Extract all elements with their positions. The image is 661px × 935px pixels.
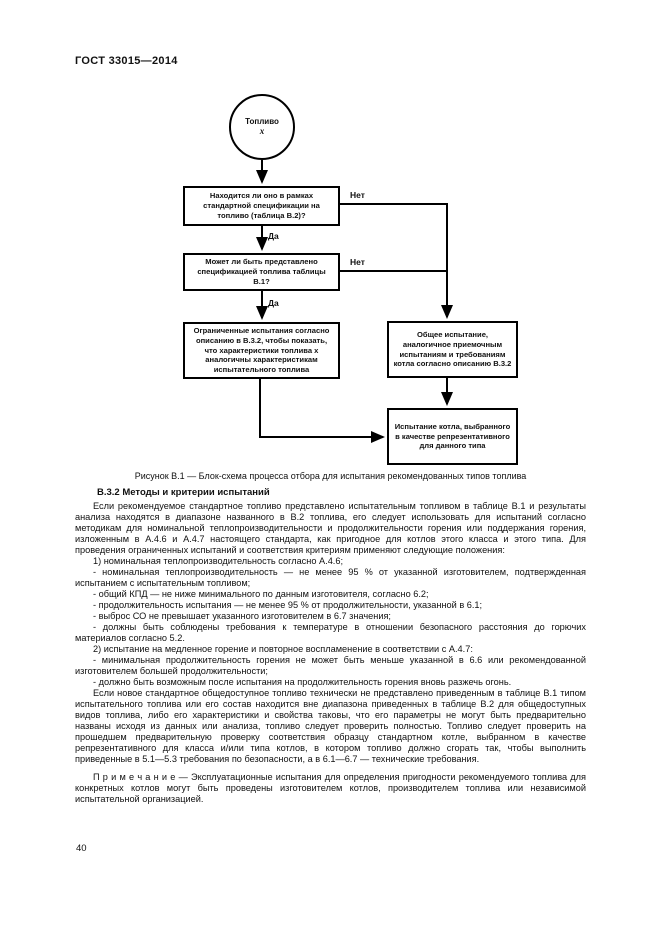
note-paragraph: П р и м е ч а н и е — Эксплуатационные и… — [75, 772, 586, 804]
list-item: - минимальная продолжительность горения … — [75, 655, 586, 676]
list-item: - номинальная теплопроизводительность — … — [75, 567, 586, 588]
flowchart-decision-standard-spec: Находится ли оно в рамках стандартной сп… — [183, 186, 340, 226]
flowchart-decision-fuel-spec: Может ли быть представлено спецификацией… — [183, 253, 340, 291]
flowchart-box-boiler-test: Испытание котла, выбранного в качестве р… — [387, 408, 518, 465]
flowchart-start-node: Топливо x — [229, 94, 295, 160]
page-number: 40 — [76, 843, 87, 854]
list-item: - должны быть соблюдены требования к тем… — [75, 622, 586, 643]
start-node-sublabel: x — [259, 126, 265, 137]
flowchart-connectors — [256, 160, 453, 443]
section-heading: В.3.2 Методы и критерии испытаний — [97, 487, 270, 498]
page-header: ГОСТ 33015—2014 — [75, 55, 178, 67]
list-item: - выброс СО не превышает указанного изго… — [93, 611, 391, 621]
flowchart-label-yes-1: Да — [268, 231, 279, 241]
start-node-label: Топливо — [245, 116, 279, 126]
flowchart-box-general-test: Общее испытание, аналогичное приемочным … — [387, 321, 518, 378]
list-item: 1) номинальная теплопроизводительность с… — [93, 556, 344, 566]
list-item: 2) испытание на медленное горение и повт… — [93, 644, 473, 654]
list-item: - продолжительность испытания — не менее… — [93, 600, 483, 610]
paragraph: Если рекомендуемое стандартное топливо п… — [75, 501, 586, 555]
section-body: Если рекомендуемое стандартное топливо п… — [75, 501, 586, 805]
paragraph: Если новое стандартное общедоступное топ… — [75, 688, 586, 764]
flowchart-label-no-1: Нет — [350, 190, 365, 200]
flowchart-label-yes-2: Да — [268, 298, 279, 308]
list-item: - общий КПД — не ниже минимального по да… — [93, 589, 429, 599]
figure-caption: Рисунок В.1 — Блок-схема процесса отбора… — [134, 471, 527, 481]
list-item: - должно быть возможным после испытания … — [93, 677, 512, 687]
flowchart-box-limited-tests: Ограниченные испытания согласно описанию… — [183, 322, 340, 379]
flowchart-label-no-2: Нет — [350, 257, 365, 267]
